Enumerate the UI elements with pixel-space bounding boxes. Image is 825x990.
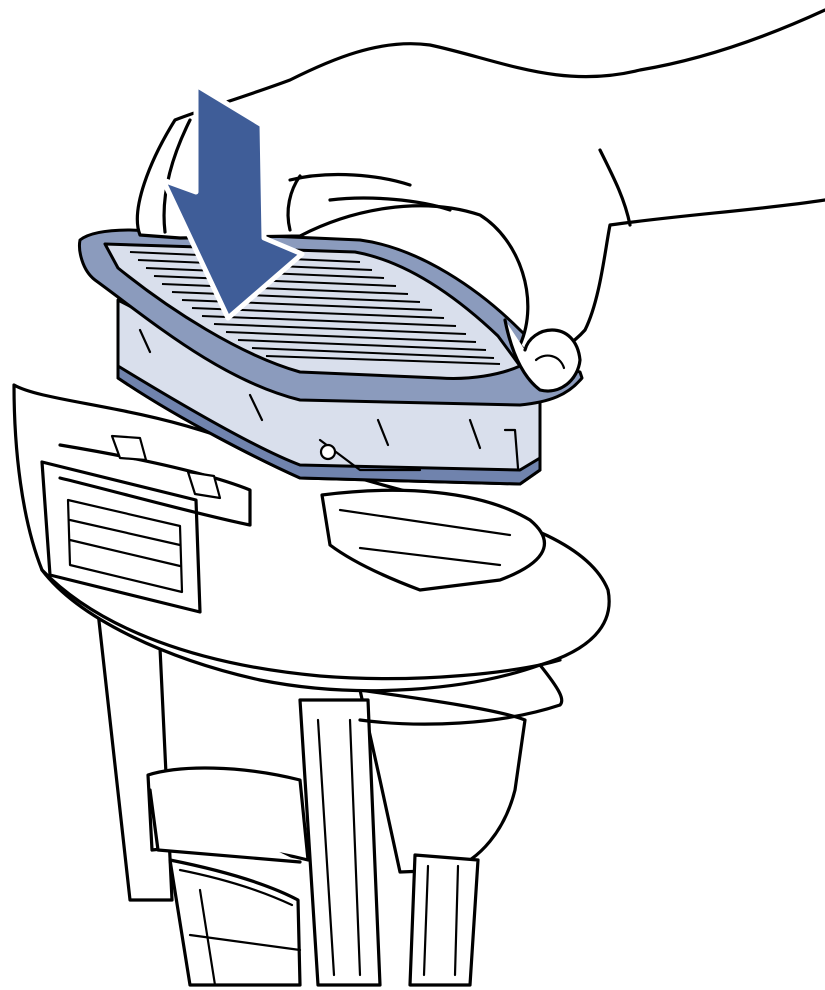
filter-insertion-illustration — [0, 0, 825, 990]
